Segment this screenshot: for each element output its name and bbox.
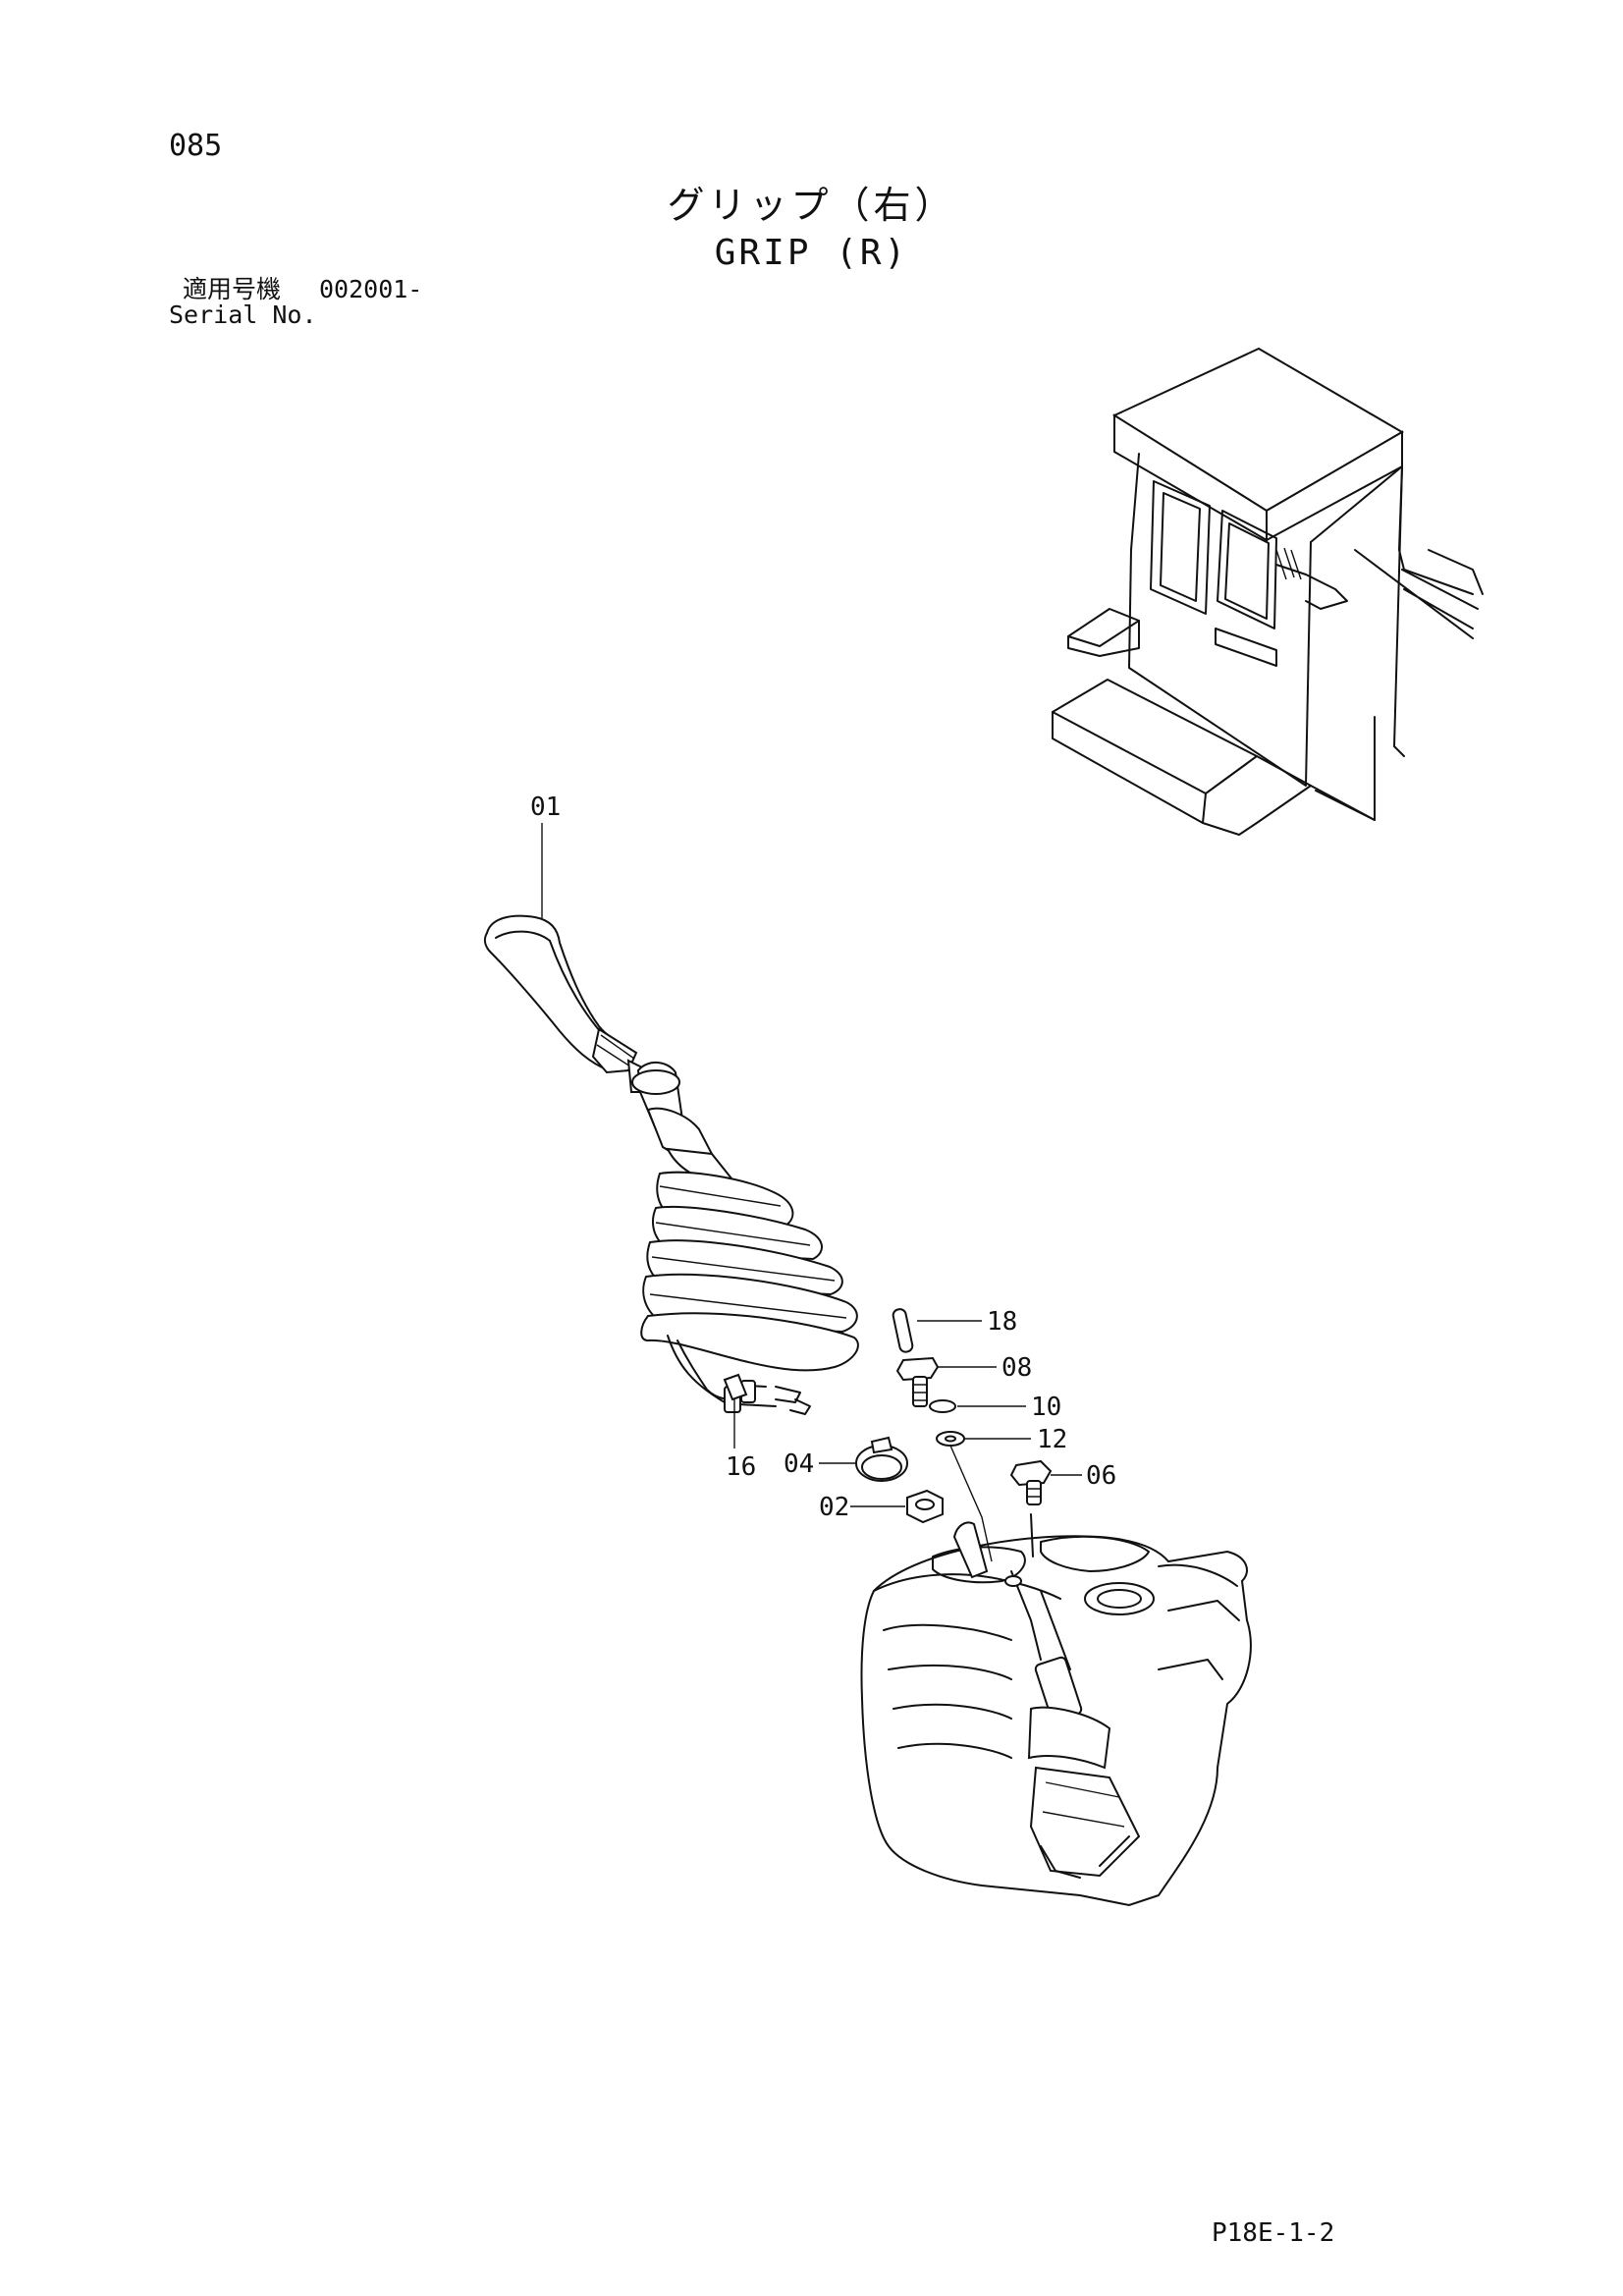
callout-labels: 01 18 08 10 12 06 04 02 16	[530, 793, 1116, 1522]
callout-16: 16	[726, 1452, 756, 1482]
washer-12	[936, 1431, 965, 1447]
callout-10: 10	[1031, 1393, 1061, 1422]
grip-lever-assembly	[483, 914, 859, 1415]
callout-12: 12	[1037, 1425, 1067, 1454]
callout-02: 02	[819, 1493, 849, 1522]
title-english: GRIP (R)	[714, 233, 909, 273]
callout-06: 06	[1086, 1461, 1116, 1491]
bolt-08	[895, 1356, 940, 1407]
serial-label-japanese: 適用号機	[183, 275, 282, 303]
callout-04: 04	[784, 1449, 814, 1479]
connector-16	[723, 1373, 748, 1401]
serial-number-value: 002001-	[319, 275, 423, 303]
document-code: P18E-1-2	[1212, 2218, 1335, 2248]
washer-10	[929, 1399, 956, 1413]
cab-location-illustration	[1052, 347, 1484, 836]
bolt-06	[1009, 1459, 1053, 1505]
pin-18	[892, 1308, 914, 1353]
callout-01: 01	[530, 793, 561, 822]
control-console	[860, 1513, 1252, 1907]
serial-label-english: Serial No.	[169, 301, 317, 329]
clamp-04	[855, 1436, 908, 1482]
leader-lines	[541, 823, 1082, 1562]
title-japanese: グリップ（右）	[667, 184, 956, 227]
nut-02	[906, 1489, 944, 1524]
callout-18: 18	[987, 1307, 1017, 1337]
callout-08: 08	[1001, 1353, 1032, 1383]
page-number: 085	[169, 129, 223, 163]
